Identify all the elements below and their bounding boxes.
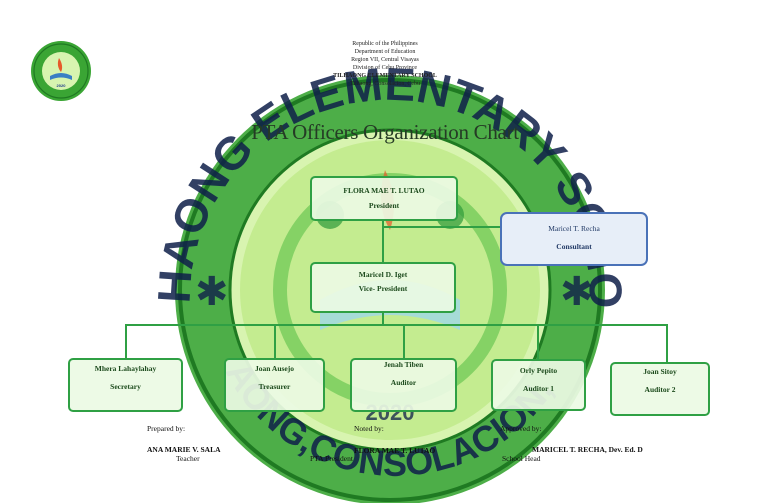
page-title: PTA Officers Organization Chart [251, 120, 519, 144]
header-address: Tilhaong, Consolacion, Cebu [349, 81, 421, 87]
connector-auditor1 [537, 324, 539, 359]
connector-vp-down [382, 313, 384, 325]
auditor2-role: Auditor 2 [644, 385, 676, 394]
vice-president-role: Vice- President [358, 284, 408, 293]
connector-president-vp [382, 221, 384, 263]
header-republic: Republic of the Philippines [352, 41, 418, 47]
document-header: Republic of the Philippines Department o… [260, 40, 510, 88]
prepared-by-name: ANA MARIE V. SALA [147, 445, 221, 454]
auditor-name: Jenah Tiben [383, 360, 424, 369]
secretary-role: Secretary [110, 382, 141, 391]
auditor-role: Auditor [390, 378, 417, 387]
vice-president-name: Maricel D. Iget [358, 270, 408, 279]
noted-by-label: Noted by: [354, 424, 384, 433]
officer-box-auditor1: Orly Pepito Auditor 1 [491, 359, 586, 411]
officer-box-consultant: Maricel T. Recha Consultant [500, 212, 648, 266]
prepared-by-label: Prepared by: [147, 424, 186, 433]
officer-box-treasurer: Joan Ausejo Treasurer [224, 358, 325, 412]
president-name: FLORA MAE T. LUTAO [343, 186, 425, 195]
connector-auditor [403, 324, 405, 358]
approved-by-name: MARICEL T. RECHA, Dev. Ed. D [532, 445, 643, 454]
officer-box-auditor: Jenah Tiben Auditor [350, 358, 457, 412]
noted-by-title: PTA President [310, 454, 353, 463]
noted-by-name: FLORA MAE T. LUTAO [354, 446, 436, 455]
seal-star-right: ✱ [560, 270, 594, 314]
connector-treasurer [274, 324, 276, 358]
consultant-name: Maricel T. Recha [548, 224, 600, 233]
connector-horizontal-bar [125, 324, 668, 326]
consultant-role: Consultant [556, 242, 592, 251]
connector-consultant [383, 226, 501, 228]
president-role: President [368, 201, 400, 210]
seal-star-left: ✱ [195, 270, 229, 314]
approved-by-title: School Head [502, 454, 541, 463]
connector-auditor2 [666, 324, 668, 362]
header-department: Department of Education [354, 49, 416, 55]
treasurer-name: Joan Ausejo [255, 364, 294, 373]
header-school-name: TILHAONG ELEMENTARY SCHOOL [333, 73, 437, 79]
small-logo-year: 2020 [57, 83, 67, 88]
auditor2-name: Joan Sitoy [643, 367, 677, 376]
officer-box-president: FLORA MAE T. LUTAO President [310, 176, 458, 221]
prepared-by-title: Teacher [176, 454, 200, 463]
treasurer-role: Treasurer [258, 382, 291, 391]
officer-box-vice-president: Maricel D. Iget Vice- President [310, 262, 456, 313]
officer-box-secretary: Mhera Lahaylahay Secretary [68, 358, 183, 412]
auditor1-role: Auditor 1 [523, 384, 554, 393]
school-logo-small: 2020 [31, 41, 91, 101]
officer-box-auditor2: Joan Sitoy Auditor 2 [610, 362, 710, 416]
approved-by-label: Approved by: [500, 424, 542, 433]
secretary-name: Mhera Lahaylahay [94, 364, 157, 373]
connector-secretary [125, 324, 127, 358]
header-division: Division of Cebu Province [352, 65, 418, 71]
header-region: Region VII, Central Visayas [351, 57, 419, 63]
auditor1-name: Orly Pepito [519, 366, 558, 375]
